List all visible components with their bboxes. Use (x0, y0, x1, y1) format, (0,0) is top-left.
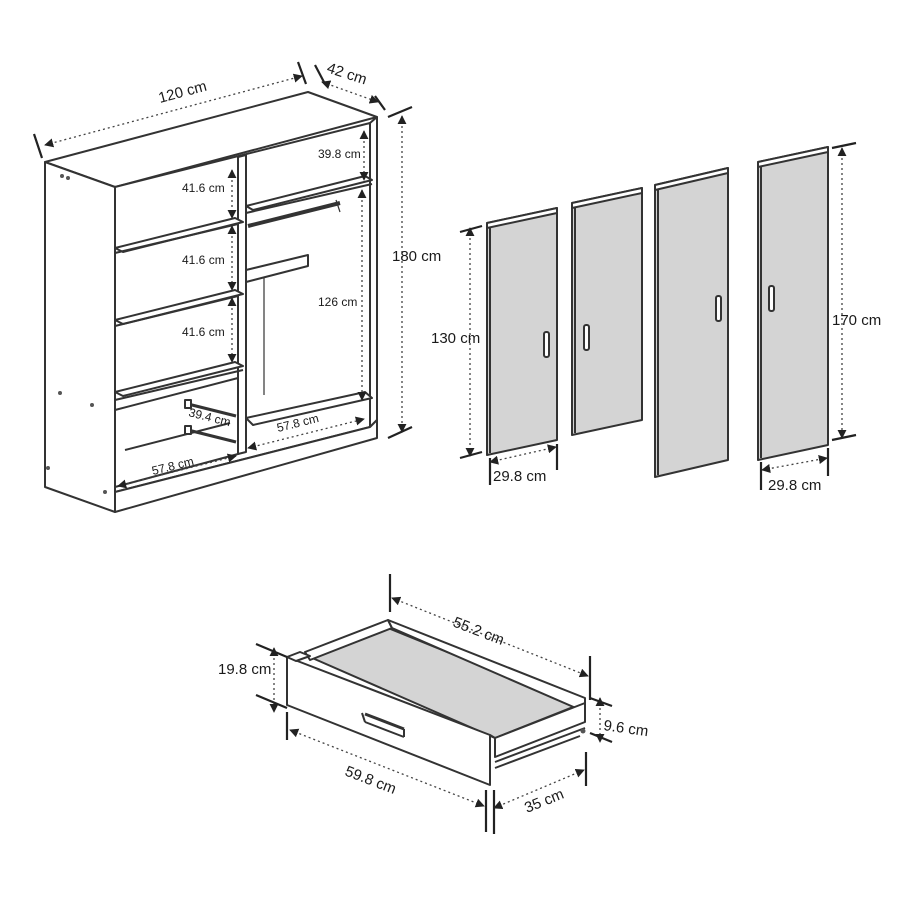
door-4-handle-icon (768, 285, 775, 312)
shelf-gap-3-label: 41.6 cm (182, 325, 225, 339)
drawer-slide-icon (184, 399, 237, 444)
tall-door-width-label: 29.8 cm (768, 477, 821, 494)
short-door-height-label: 130 cm (431, 330, 480, 347)
drawer-depth-label: 35 cm (522, 786, 566, 817)
doors-drawing (486, 146, 829, 478)
drawer-drawing (286, 619, 586, 786)
shelf-gap-1-label: 41.6 cm (182, 181, 225, 195)
door-1-handle-icon (543, 331, 550, 358)
tall-door-height-label: 170 cm (832, 312, 881, 329)
wardrobe-drawing (44, 91, 378, 513)
door-2-handle-icon (583, 324, 590, 351)
doors-dimensions: 130 cm 29.8 cm 170 cm 29.8 cm (431, 141, 881, 494)
wardrobe-height-label: 180 cm (392, 248, 441, 265)
shelf-gap-2-label: 41.6 cm (182, 253, 225, 267)
wardrobe-width-label: 120 cm (157, 78, 209, 107)
drawer-front-width-label: 59.8 cm (343, 763, 399, 798)
drawer-inner-length-label: 55.2 cm (451, 614, 507, 649)
drawer-front-height-label: 19.8 cm (218, 661, 271, 678)
door-3-handle-icon (715, 295, 722, 322)
hanging-height-label: 126 cm (318, 295, 357, 309)
top-shelf-height-label: 39.8 cm (318, 147, 361, 161)
short-door-width-label: 29.8 cm (493, 468, 546, 485)
wardrobe-depth-label: 42 cm (325, 60, 369, 89)
drawer-side-height-label: 9.6 cm (602, 717, 649, 740)
